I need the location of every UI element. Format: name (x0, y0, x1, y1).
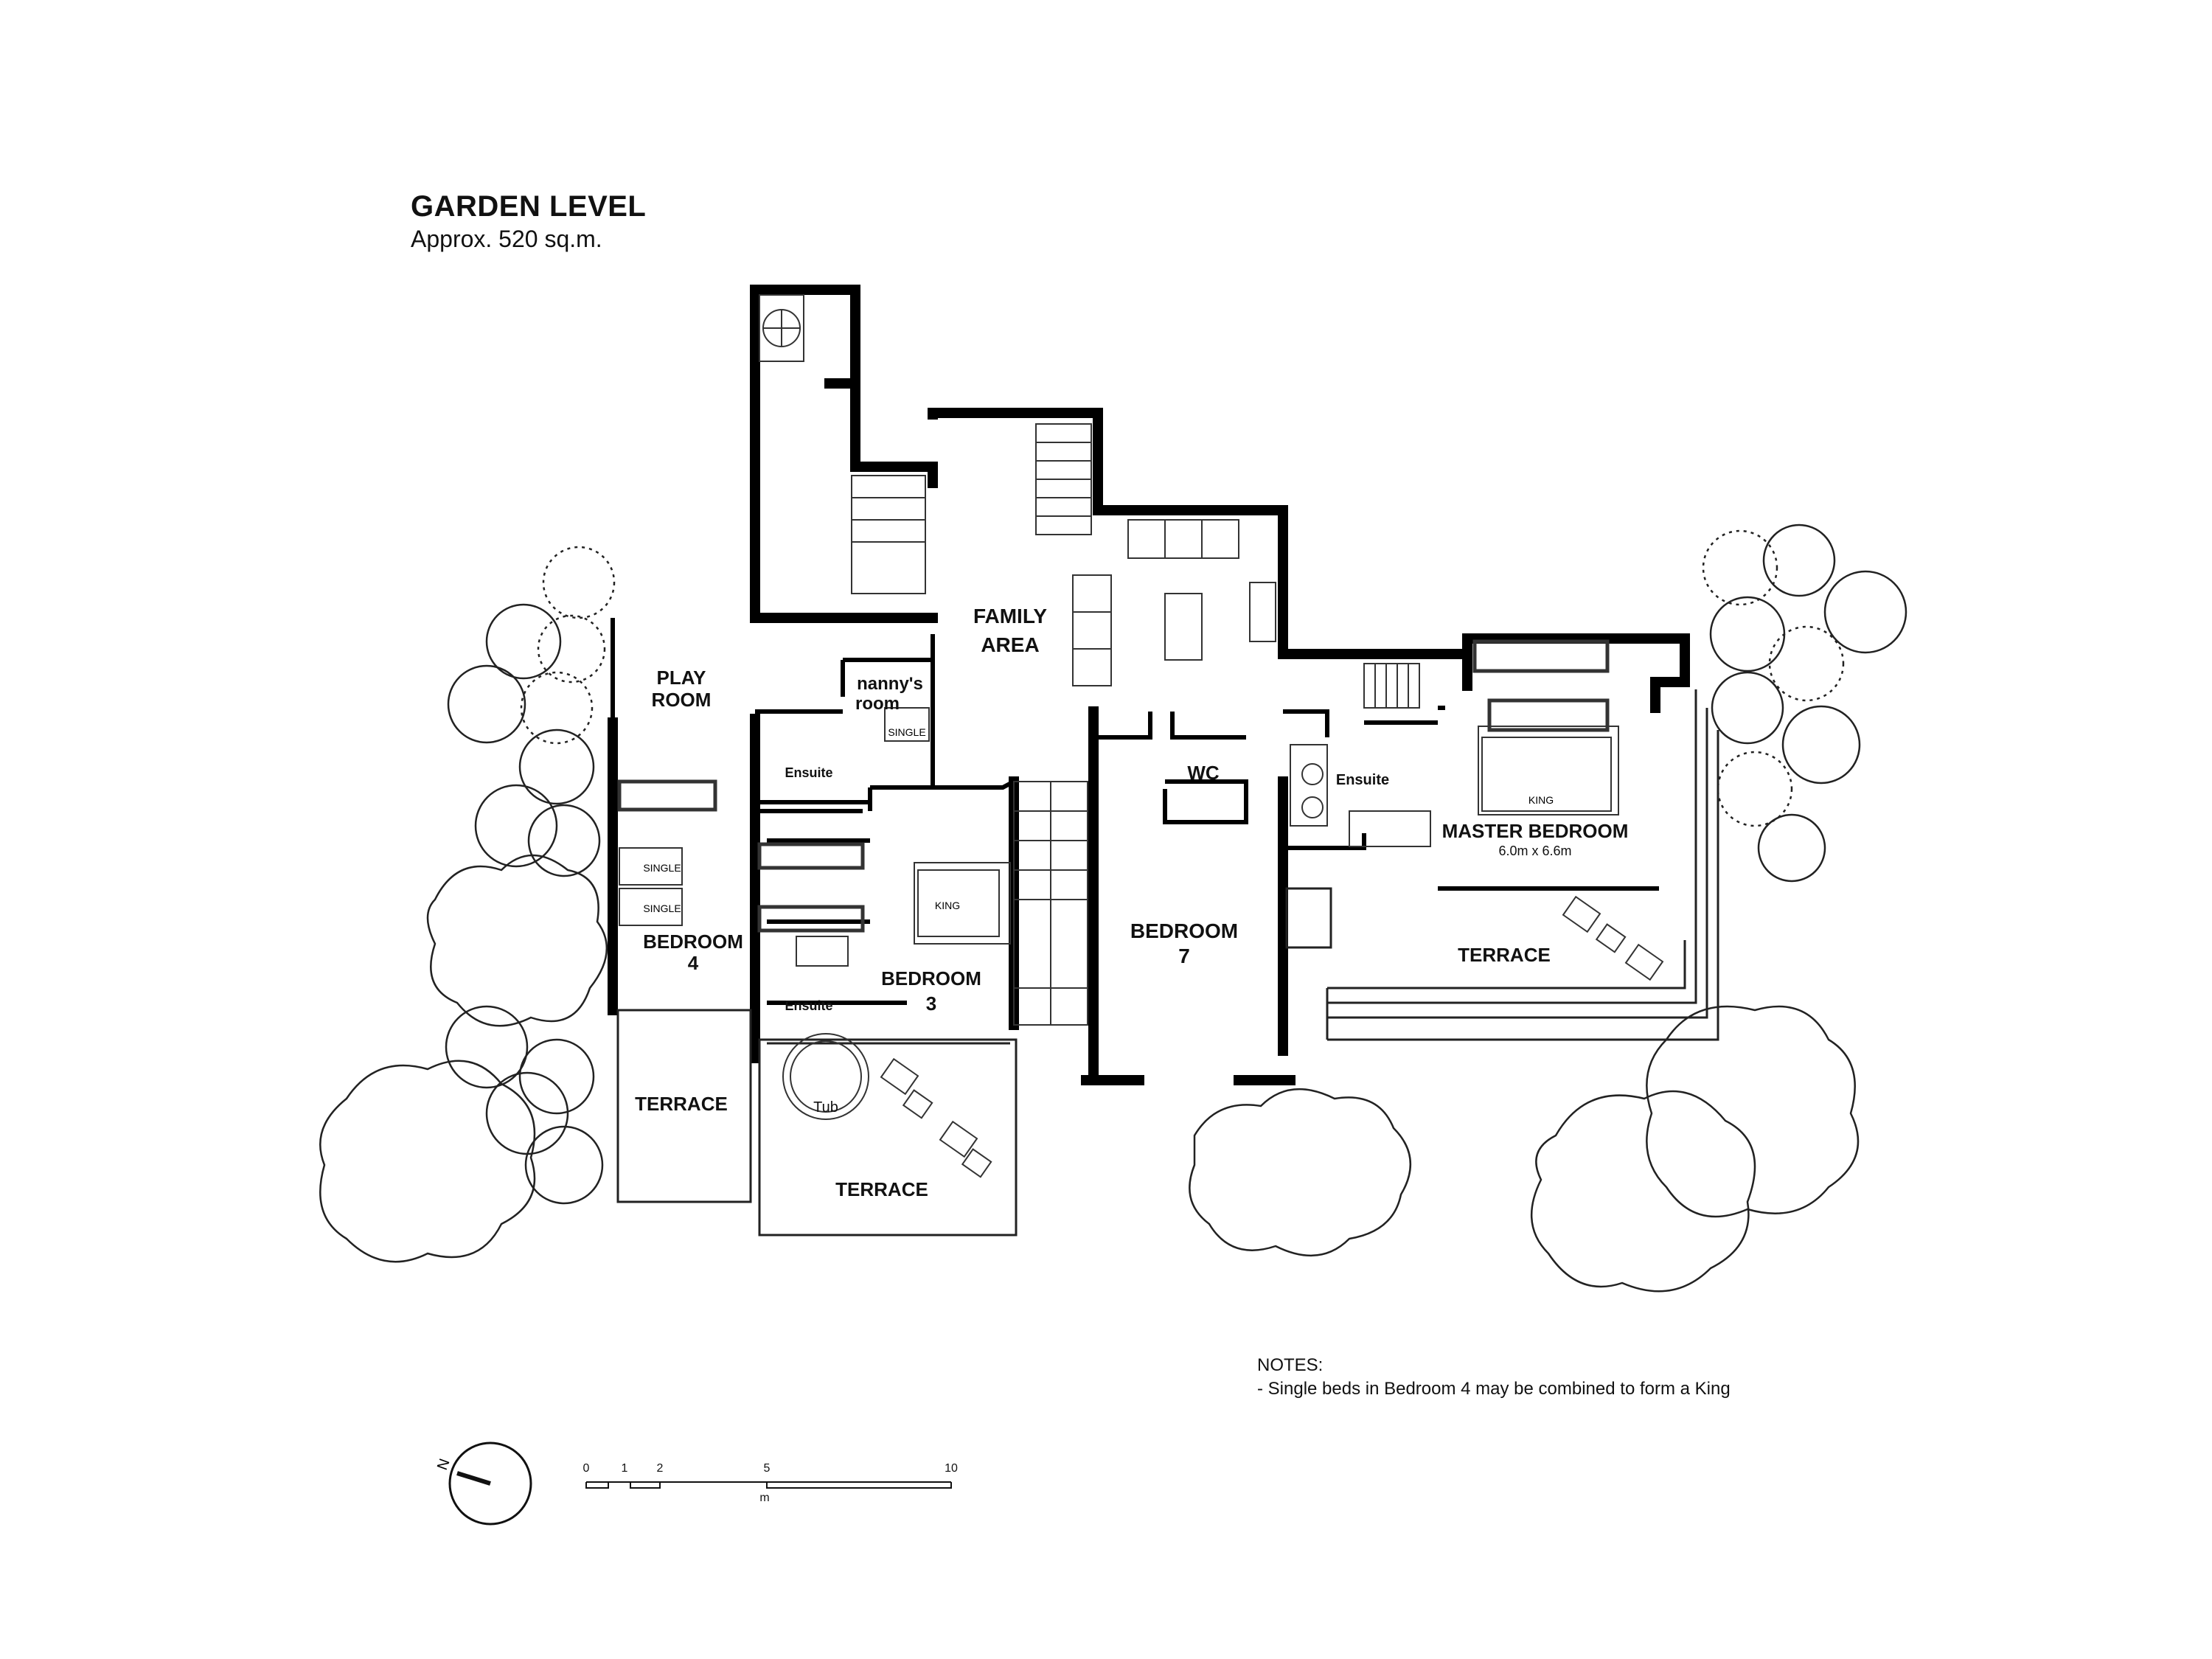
tree-group-right (1530, 524, 1907, 1293)
scale-tick-10: 10 (945, 1462, 958, 1475)
bed-bedroom4-b: SINGLE (619, 888, 683, 926)
label-play-room-1: PLAY (657, 667, 706, 689)
label-tub: Tub (813, 1099, 838, 1116)
bed-bedroom4-a: SINGLE (619, 847, 683, 886)
terrace-outlines (616, 689, 1719, 1237)
scale-unit: m (759, 1492, 769, 1504)
tree-group-left (319, 546, 616, 1263)
scale-tick-0: 0 (583, 1462, 590, 1475)
interior-walls (611, 618, 1659, 1005)
label-bedroom4-2: 4 (688, 952, 699, 974)
label-family-area-2: AREA (981, 633, 1039, 656)
label-wc: WC (1187, 762, 1220, 784)
label-terrace-left: TERRACE (635, 1093, 728, 1115)
furniture (617, 519, 1664, 1178)
scale-labels: 0 1 2 5 10 m (583, 1462, 958, 1504)
bed-label-nanny: SINGLE (888, 726, 925, 738)
label-play-room-2: ROOM (652, 689, 712, 711)
plan-area: Approx. 520 sq.m. (411, 226, 602, 252)
label-bedroom3-1: BEDROOM (881, 967, 981, 990)
label-bedroom7-1: BEDROOM (1130, 919, 1238, 942)
label-bedroom7-2: 7 (1178, 945, 1190, 967)
label-terrace-right: TERRACE (1458, 944, 1551, 966)
compass: N (434, 1441, 532, 1526)
label-nannys-room-1: nanny's (857, 674, 923, 694)
tree-group-bottom (1189, 1088, 1412, 1257)
room-labels: FAMILY AREA PLAY ROOM nanny's room Ensui… (635, 605, 1628, 1200)
stairs (759, 294, 1420, 1026)
label-ensuite-2: Ensuite (785, 998, 832, 1013)
bed-label-b4-a: SINGLE (643, 862, 681, 874)
label-bedroom4-1: BEDROOM (643, 931, 743, 953)
label-family-area-1: FAMILY (973, 605, 1047, 627)
scale-tick-1: 1 (622, 1462, 628, 1475)
notes-heading: NOTES: (1257, 1355, 1324, 1375)
compass-north-label: N (434, 1457, 453, 1472)
label-master-dims: 6.0m x 6.6m (1498, 844, 1571, 858)
scale-tick-5: 5 (764, 1462, 771, 1475)
plan-title: GARDEN LEVEL (411, 190, 647, 223)
bed-master: KING (1481, 737, 1612, 812)
notes-line-1: - Single beds in Bedroom 4 may be combin… (1257, 1379, 1731, 1399)
notes: NOTES: - Single beds in Bedroom 4 may be… (1257, 1354, 1731, 1401)
scale-bar (585, 1481, 952, 1489)
bed-nanny: SINGLE (884, 707, 930, 742)
bed-label-b3: KING (935, 900, 960, 911)
label-ensuite-3: Ensuite (1336, 772, 1389, 788)
label-master-bedroom: MASTER BEDROOM (1442, 820, 1629, 842)
bed-label-b4-b: SINGLE (643, 902, 681, 914)
scale-tick-2: 2 (657, 1462, 664, 1475)
label-terrace-mid: TERRACE (835, 1178, 928, 1200)
label-bedroom3-2: 3 (926, 992, 936, 1015)
label-ensuite-1: Ensuite (785, 765, 832, 780)
label-nannys-room-2: room (855, 694, 900, 714)
bed-label-master: KING (1528, 794, 1554, 806)
bed-bedroom3: KING (917, 869, 1000, 937)
